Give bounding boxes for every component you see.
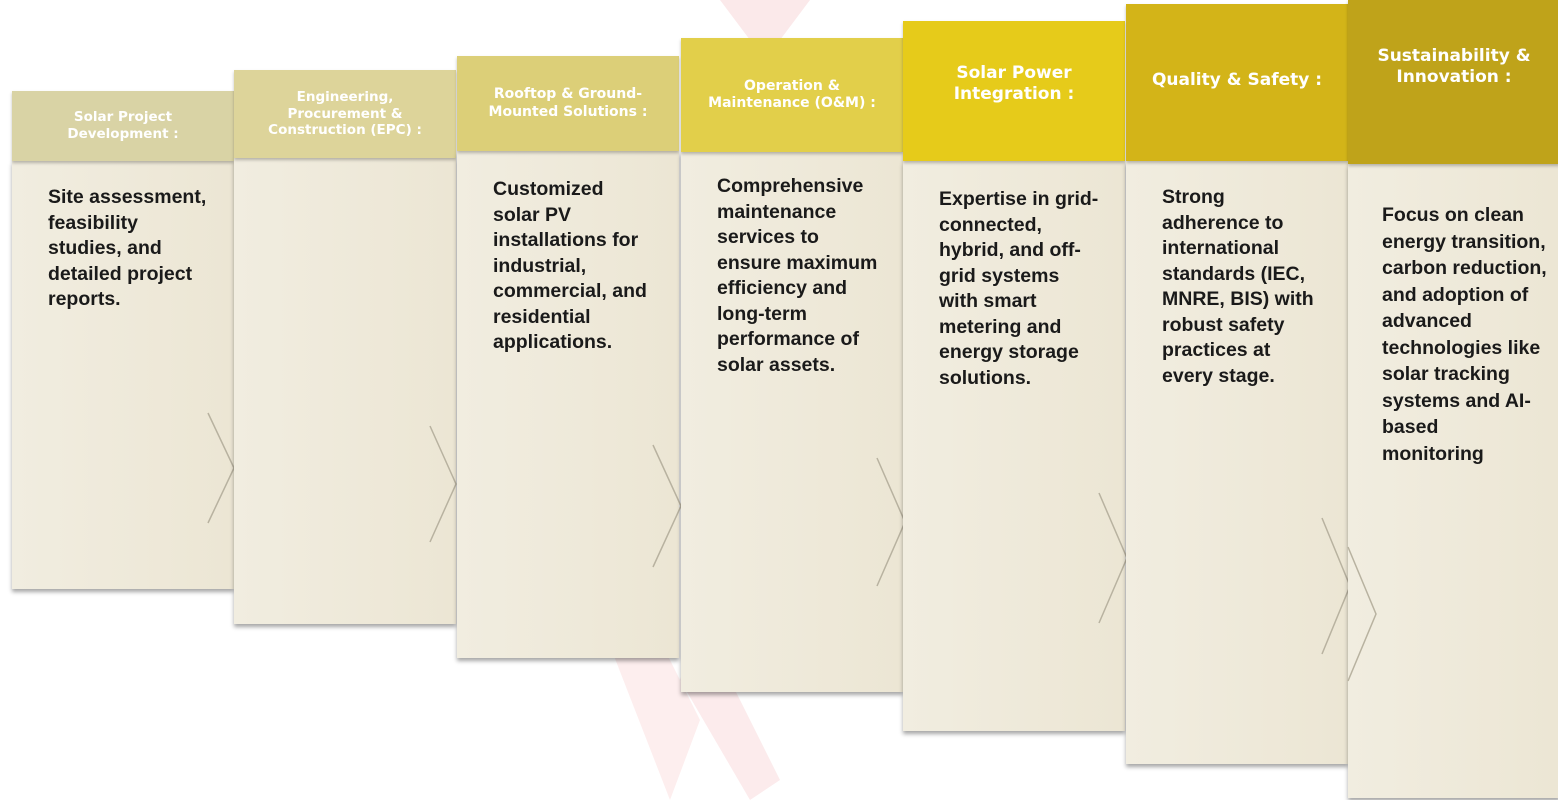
step-3-description: Customized solar PV installations for in… — [493, 178, 647, 353]
step-1-description: Site assessment, feasibility studies, an… — [48, 186, 207, 310]
step-7-arrow-notch — [1347, 546, 1377, 682]
step-5-header: Solar Power Integration : — [903, 21, 1125, 161]
step-7-body: Focus on clean energy transition, carbon… — [1347, 164, 1558, 798]
step-2-header: Engineering, Procurement & Construction … — [234, 70, 456, 158]
step-7-description: Focus on clean energy transition, carbon… — [1382, 204, 1547, 465]
step-2-body — [234, 158, 457, 624]
step-4-description: Comprehensive maintenance services to en… — [717, 175, 878, 376]
step-6-body: Strong adherence to international standa… — [1126, 161, 1351, 764]
step-5-body: Expertise in grid- connected, hybrid, an… — [903, 161, 1128, 731]
step-2: Engineering, Procurement & Construction … — [234, 70, 457, 626]
step-7: Focus on clean energy transition, carbon… — [1347, 0, 1558, 800]
step-4: Comprehensive maintenance services to en… — [681, 38, 906, 694]
step-5-description: Expertise in grid- connected, hybrid, an… — [939, 188, 1099, 389]
step-5: Expertise in grid- connected, hybrid, an… — [903, 21, 1128, 733]
step-4-body: Comprehensive maintenance services to en… — [681, 152, 906, 692]
step-7-header: Sustainability & Innovation : — [1348, 0, 1558, 164]
step-2-arrow-notch — [429, 425, 457, 543]
step-6: Strong adherence to international standa… — [1126, 4, 1351, 766]
step-6-header: Quality & Safety : — [1126, 4, 1348, 161]
step-3-header: Rooftop & Ground- Mounted Solutions : — [457, 56, 679, 151]
step-3-body: Customized solar PV installations for in… — [457, 151, 682, 658]
step-1-header: Solar Project Development : — [12, 91, 234, 161]
step-6-description: Strong adherence to international standa… — [1162, 186, 1314, 387]
step-4-header: Operation & Maintenance (O&M) : — [681, 38, 903, 152]
step-1: Site assessment, feasibility studies, an… — [12, 91, 235, 591]
step-1-body: Site assessment, feasibility studies, an… — [12, 161, 235, 589]
step-3: Customized solar PV installations for in… — [457, 56, 682, 660]
